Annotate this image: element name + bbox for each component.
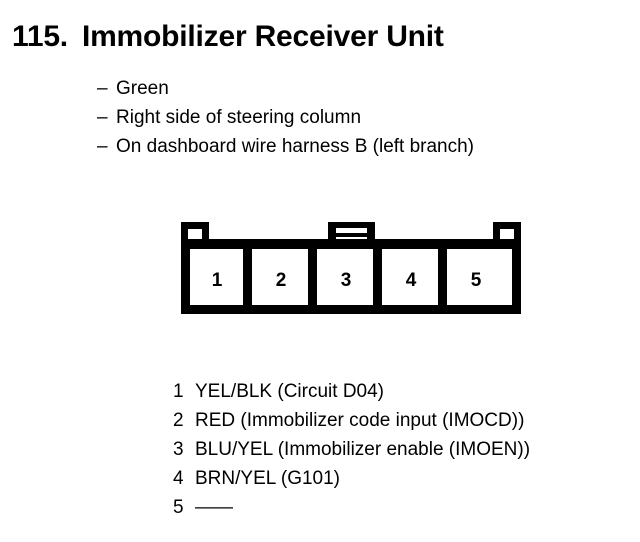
connector-top-rail bbox=[181, 239, 521, 249]
cavity-divider bbox=[308, 249, 317, 305]
description-item-text: Right side of steering column bbox=[116, 107, 362, 128]
connector-diagram: 1 2 3 4 5 bbox=[181, 222, 521, 317]
pin-legend-index: 5 bbox=[173, 497, 184, 518]
page-title-text: Immobilizer Receiver Unit bbox=[81, 20, 444, 53]
pin-legend-index: 1 bbox=[173, 381, 184, 402]
bullet-dash-icon: – bbox=[97, 78, 108, 99]
latch-slot-upper bbox=[336, 228, 367, 233]
pin-legend-index: 3 bbox=[173, 439, 184, 460]
connector-body-svg: 1 2 3 4 5 bbox=[181, 222, 521, 314]
description-item: – Right side of steering column bbox=[97, 103, 637, 132]
cavity-label-5: 5 bbox=[471, 270, 482, 291]
page-title: 115. Immobilizer Receiver Unit bbox=[12, 22, 444, 52]
description-item-text: On dashboard wire harness B (left branch… bbox=[116, 136, 475, 157]
pin-legend-description: —— bbox=[195, 497, 233, 518]
pin-legend-row: 4 BRN/YEL (G101) bbox=[173, 464, 633, 493]
section-number: 115. bbox=[12, 20, 68, 53]
bullet-dash-icon: – bbox=[97, 107, 108, 128]
description-item: – On dashboard wire harness B (left bran… bbox=[97, 132, 637, 161]
connector-right-wall bbox=[512, 239, 521, 313]
connector-bottom-rail bbox=[181, 305, 521, 314]
pin-legend-description: RED (Immobilizer code input (IMOCD)) bbox=[195, 410, 525, 431]
right-notch-hole bbox=[500, 229, 514, 242]
cavity-label-2: 2 bbox=[276, 270, 287, 291]
pin-legend-description: BRN/YEL (G101) bbox=[195, 468, 341, 489]
pin-legend-row: 3 BLU/YEL (Immobilizer enable (IMOEN)) bbox=[173, 435, 633, 464]
cavity-label-4: 4 bbox=[406, 270, 417, 291]
cavity-divider bbox=[438, 249, 447, 305]
bullet-dash-icon: – bbox=[97, 136, 108, 157]
pin-legend-row: 5 —— bbox=[173, 493, 633, 522]
pin-legend-row: 1 YEL/BLK (Circuit D04) bbox=[173, 377, 633, 406]
cavity-label-1: 1 bbox=[212, 270, 223, 291]
description-item-text: Green bbox=[116, 78, 169, 99]
description-list: – Green – Right side of steering column … bbox=[97, 74, 637, 161]
cavity-divider bbox=[243, 249, 252, 305]
pin-legend-index: 4 bbox=[173, 468, 184, 489]
pin-legend-list: 1 YEL/BLK (Circuit D04) 2 RED (Immobiliz… bbox=[173, 377, 633, 522]
cavity-divider bbox=[373, 249, 382, 305]
left-notch-hole bbox=[188, 229, 202, 242]
pin-legend-description: YEL/BLK (Circuit D04) bbox=[195, 381, 385, 402]
pin-legend-index: 2 bbox=[173, 410, 184, 431]
description-item: – Green bbox=[97, 74, 637, 103]
pin-legend-description: BLU/YEL (Immobilizer enable (IMOEN)) bbox=[195, 439, 531, 460]
pin-legend-row: 2 RED (Immobilizer code input (IMOCD)) bbox=[173, 406, 633, 435]
connector-left-wall bbox=[181, 239, 190, 313]
cavity-label-3: 3 bbox=[341, 270, 352, 291]
